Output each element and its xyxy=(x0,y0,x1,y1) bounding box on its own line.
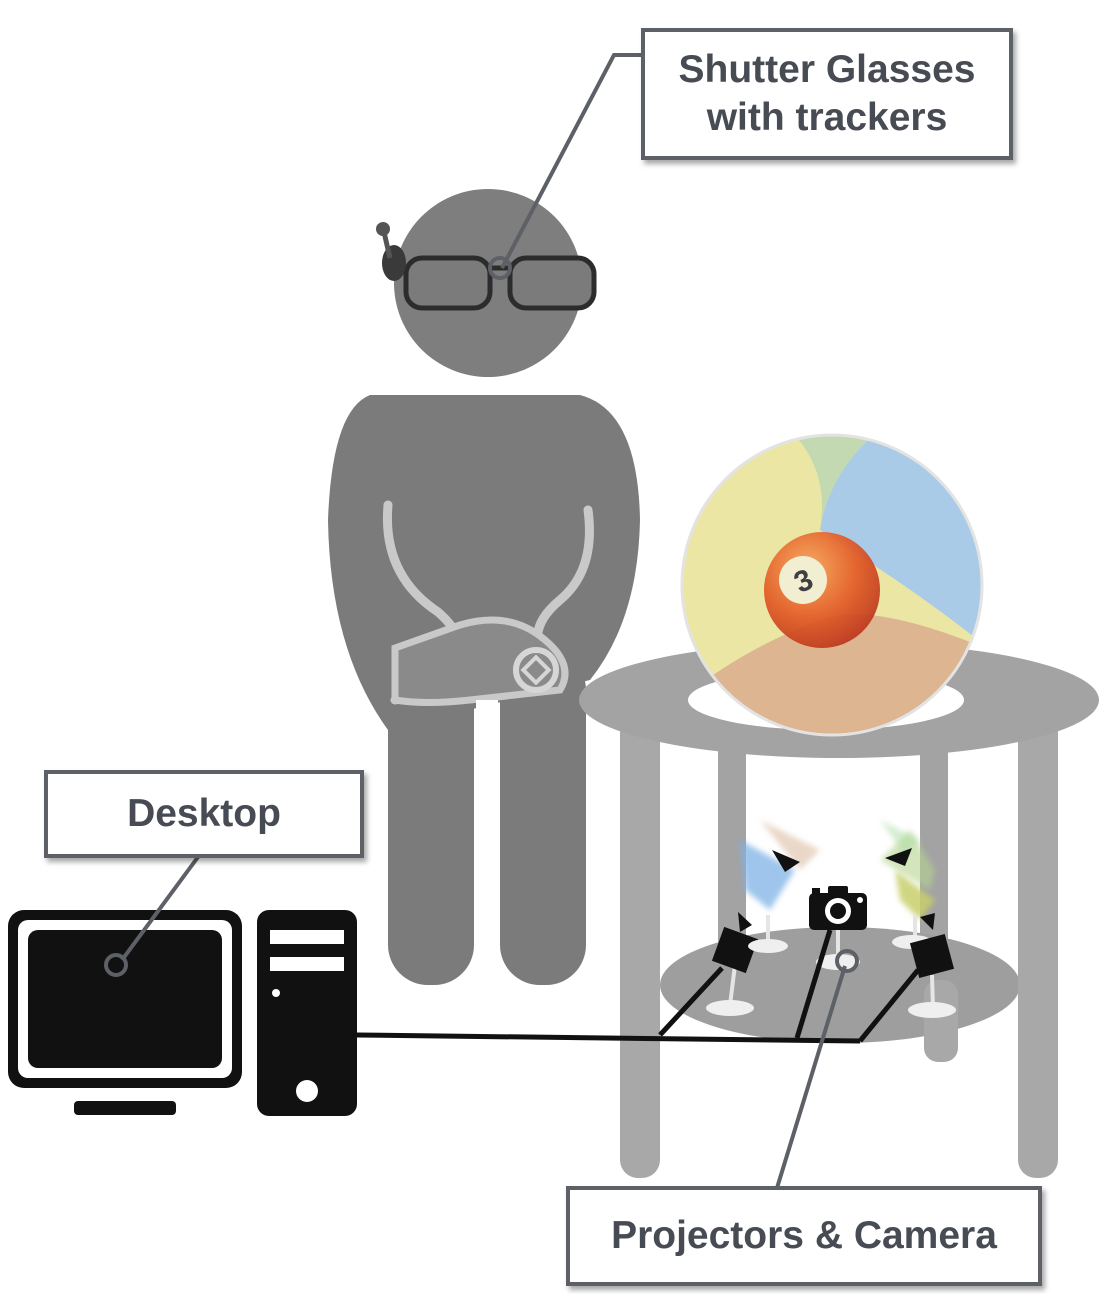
desktop-callout-anchor xyxy=(104,953,128,977)
billiard-ball-icon: 3 xyxy=(764,532,880,648)
projectors-camera-label-text: Projectors & Camera xyxy=(611,1214,997,1257)
person-right-leg xyxy=(500,650,586,985)
table-leg-front-left xyxy=(620,710,660,1178)
shutter-glasses-label-line2: with trackers xyxy=(706,96,948,139)
projector-light-beams xyxy=(740,810,935,920)
desktop-computer-icon xyxy=(8,910,357,1116)
person-leg-gap xyxy=(476,700,498,985)
projector-left-icon xyxy=(706,912,759,1016)
shutter-glasses-icon xyxy=(382,245,597,311)
shutter-glasses-label-line1: Shutter Glasses xyxy=(678,48,976,91)
projectors-camera-label: Projectors & Camera xyxy=(566,1186,1042,1286)
shutter-glasses-label: Shutter Glasses with trackers xyxy=(641,28,1013,160)
table-leg-front-mid xyxy=(924,980,958,1062)
connection-cables xyxy=(356,929,920,1044)
table-leg-back-right xyxy=(920,720,948,980)
glasses-tracker-antenna-icon xyxy=(376,222,393,259)
projector-back-left-icon xyxy=(748,850,800,953)
callout-leaders xyxy=(104,53,859,1189)
glasses-callout-leader xyxy=(500,53,643,269)
projectors-callout-leader xyxy=(775,965,847,1189)
projector-right-icon xyxy=(908,913,956,1018)
desktop-callout-leader xyxy=(120,855,200,962)
person-left-leg xyxy=(388,650,474,985)
desktop-label-text: Desktop xyxy=(127,792,281,835)
monitor-screen xyxy=(28,930,222,1068)
desktop-label: Desktop xyxy=(44,770,364,858)
glasses-callout-anchor xyxy=(488,256,512,280)
hand-tracker-icon xyxy=(513,647,559,693)
person-figure xyxy=(328,189,640,985)
camera-icon xyxy=(809,886,867,970)
monitor-stand xyxy=(74,1101,176,1115)
table-leg-front-right xyxy=(1018,710,1058,1178)
spherical-display: 3 xyxy=(680,433,984,737)
projectors-callout-anchor xyxy=(835,949,859,973)
